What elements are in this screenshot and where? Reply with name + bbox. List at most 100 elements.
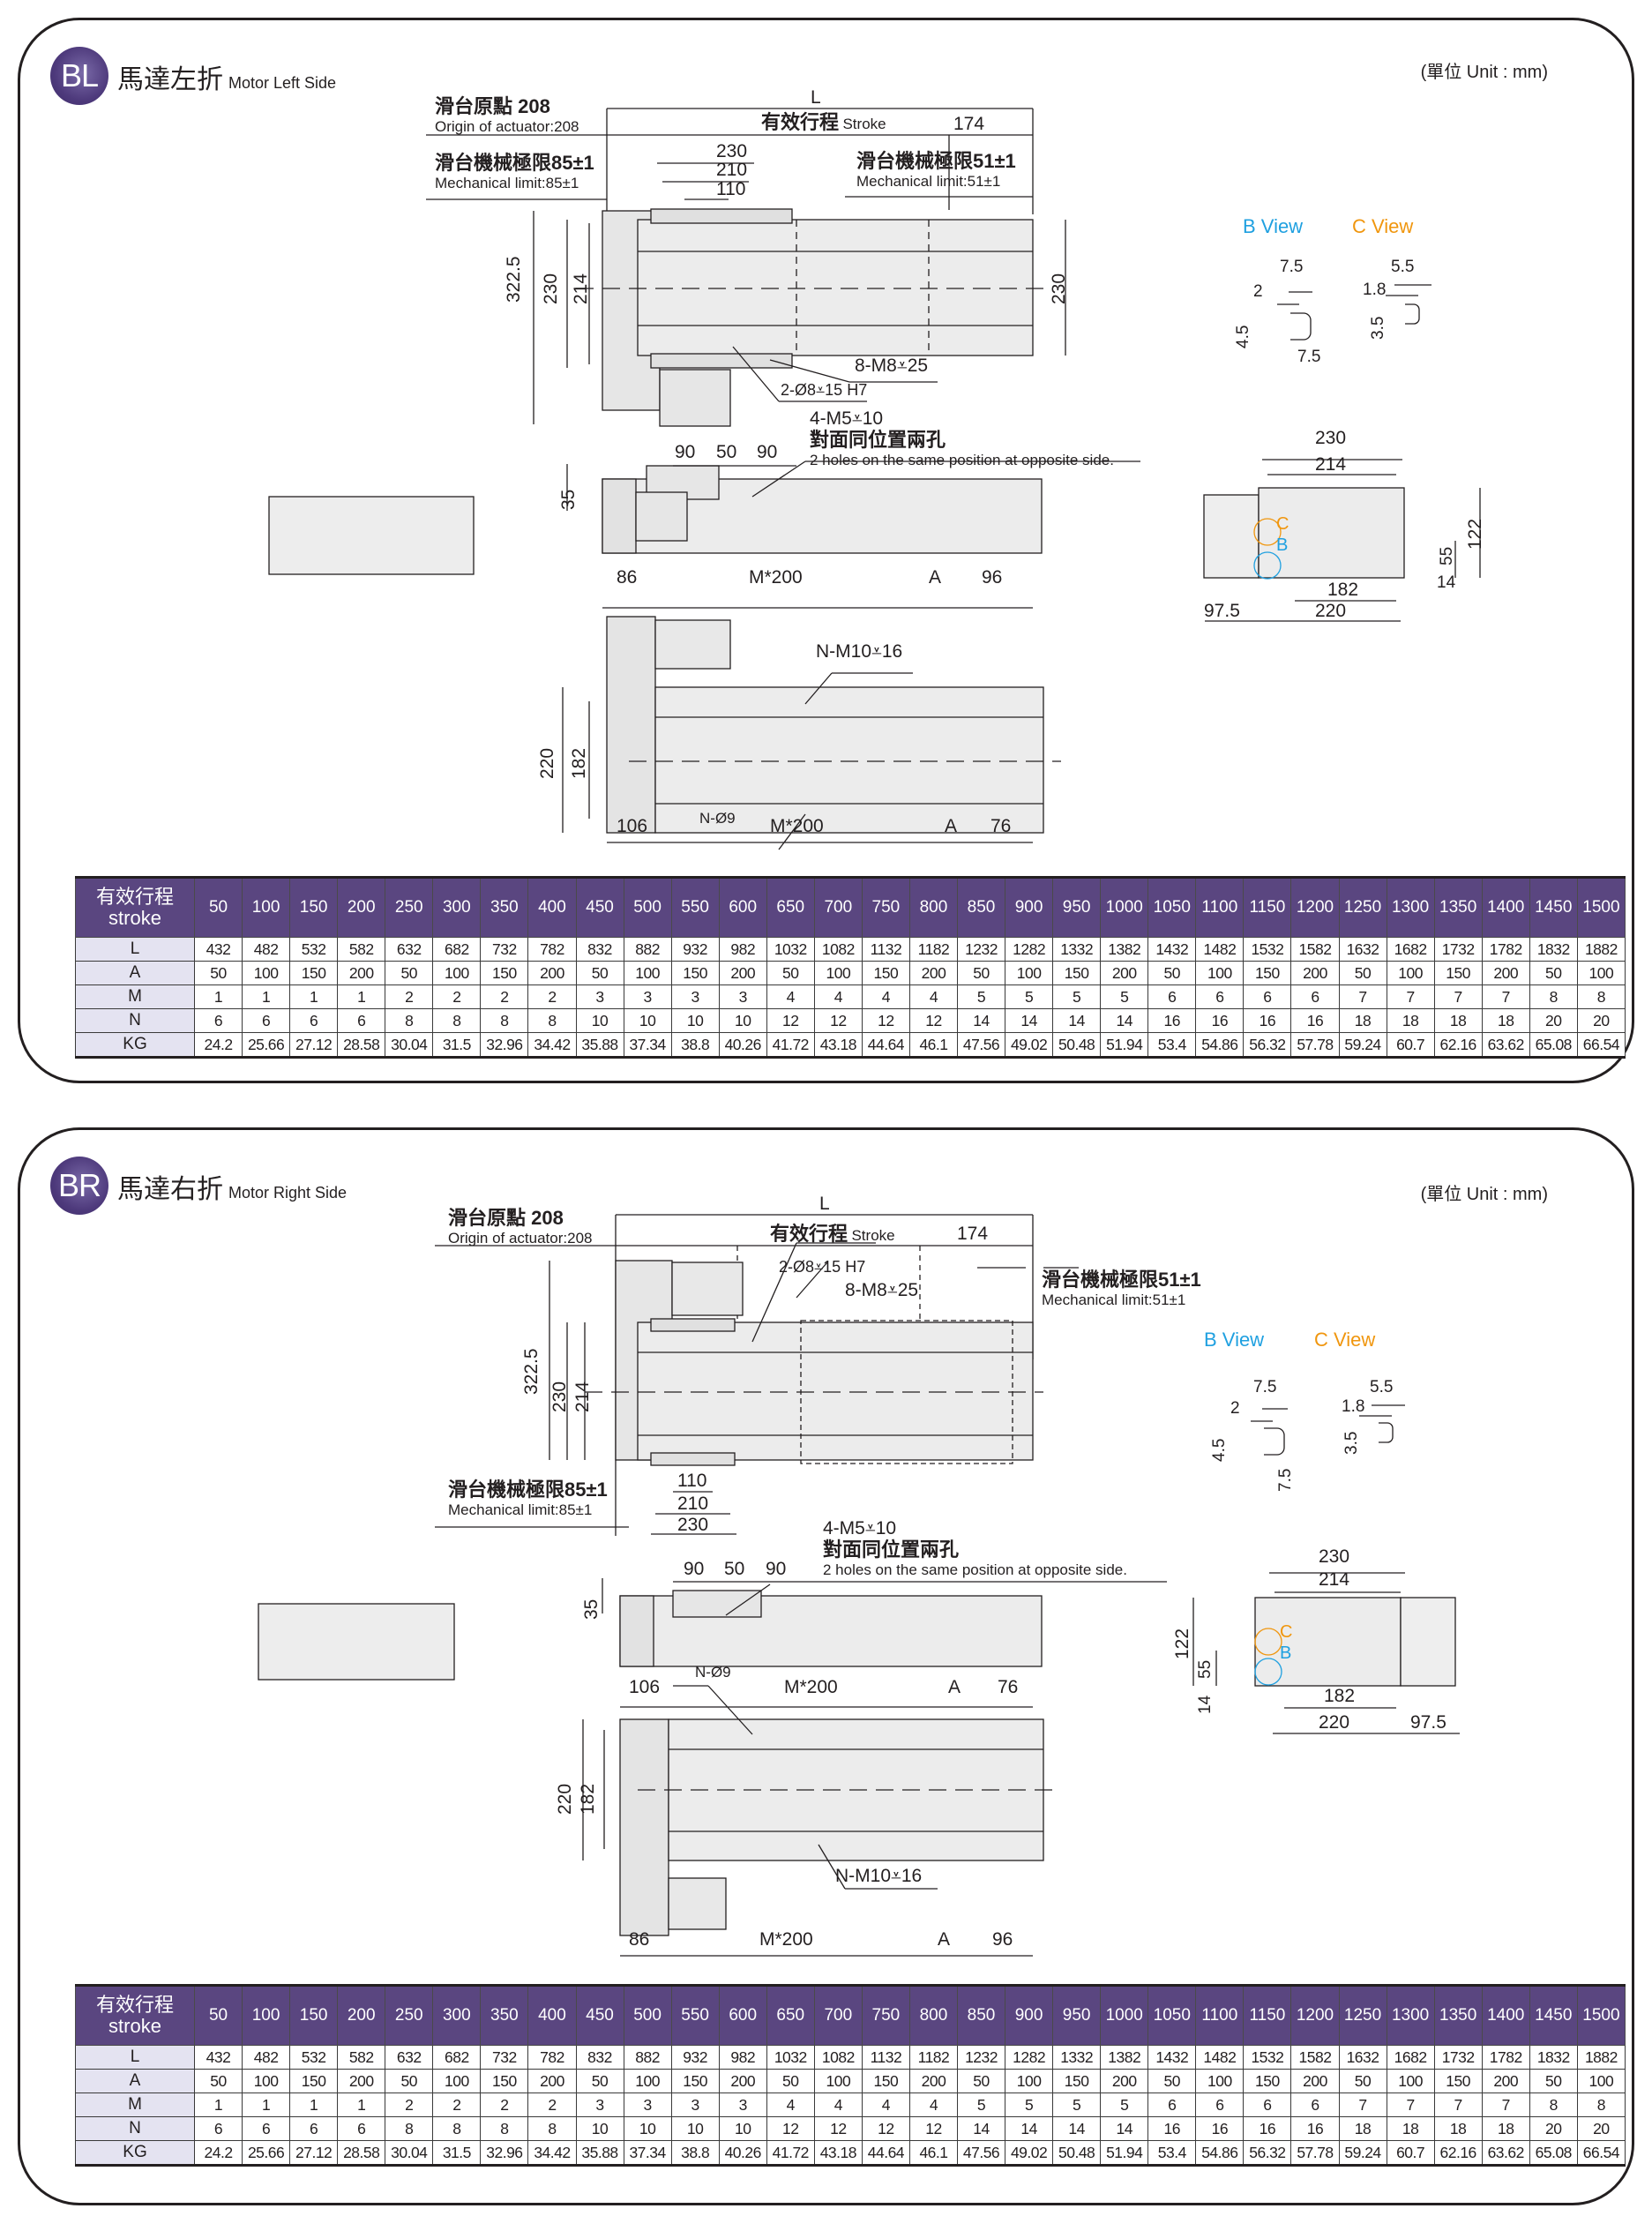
header-stroke-en: stroke — [108, 2015, 161, 2037]
dim-A-top: A — [948, 1677, 961, 1697]
header-stroke-value: 1400 — [1481, 877, 1530, 938]
table-cell: 31.5 — [432, 1032, 482, 1058]
unit-label: (單位 Unit : mm) — [1420, 63, 1548, 82]
table-cell: 150 — [1052, 2069, 1102, 2093]
dim-m200-bottom: M*200 — [759, 1929, 813, 1950]
table-cell: 27.12 — [289, 2140, 339, 2166]
table-cell: 8 — [1529, 2092, 1578, 2117]
stroke-label: 有效行程 Stroke — [761, 111, 886, 133]
dim-m200-bottom: M*200 — [770, 816, 824, 836]
end-dim-122: 122 — [1172, 1628, 1192, 1659]
b-detail-circle — [1254, 1658, 1282, 1686]
table-cell: 53.4 — [1147, 2140, 1197, 2166]
table-cell: 1482 — [1195, 937, 1245, 962]
table-cell: 1582 — [1290, 937, 1340, 962]
table-cell: 3 — [718, 984, 767, 1009]
table-cell: 20 — [1576, 2116, 1626, 2141]
callout-pin: 2-Ø8⩡15 H7 — [781, 381, 868, 399]
header-stroke-value: 1450 — [1529, 1985, 1578, 2046]
table-cell: 14 — [1100, 1008, 1149, 1033]
title-en: Motor Right Side — [228, 1184, 348, 1202]
header-stroke-value: 250 — [385, 877, 434, 938]
table-cell: 24.2 — [193, 1032, 243, 1058]
table-cell: 432 — [193, 937, 243, 962]
header-stroke-value: 950 — [1052, 1985, 1102, 2046]
header-stroke-value: 700 — [813, 877, 863, 938]
table-cell: 4 — [908, 984, 959, 1009]
end-mark-b: B — [1280, 1643, 1292, 1663]
table-cell: 150 — [289, 2069, 339, 2093]
table-cell: 8 — [1576, 984, 1626, 1009]
table-cell: 100 — [623, 961, 672, 985]
end-mark-c: C — [1280, 1622, 1293, 1642]
table-cell: 682 — [432, 937, 482, 962]
table-cell: 1382 — [1100, 2045, 1149, 2070]
table-cell: 882 — [623, 2045, 672, 2070]
dim-86: 86 — [617, 567, 638, 588]
end-dim-97.5: 97.5 — [1410, 1712, 1446, 1733]
b-view-profile — [1290, 312, 1312, 341]
table-cell: 16 — [1243, 2116, 1292, 2141]
table-cell: 46.1 — [908, 2140, 959, 2166]
b-view-dim-7.5: 7.5 — [1280, 258, 1304, 276]
table-cell: 200 — [527, 961, 577, 985]
table-cell: 632 — [385, 937, 434, 962]
origin-label-cn: 滑台原點 208 — [435, 95, 550, 117]
b-detail-circle — [1253, 551, 1282, 580]
table-cell: 14 — [1100, 2116, 1149, 2141]
header-stroke-value: 300 — [432, 877, 482, 938]
bl-end-block — [268, 496, 475, 575]
table-cell: 14 — [1005, 1008, 1054, 1033]
table-cell: 50 — [1147, 961, 1197, 985]
header-stroke-value: 450 — [575, 1985, 624, 2046]
table-cell: 6 — [337, 1008, 386, 1033]
row-label: KG — [75, 1032, 195, 1058]
table-cell: 150 — [670, 2069, 720, 2093]
table-cell: 6 — [289, 1008, 339, 1033]
table-cell: 150 — [1243, 2069, 1292, 2093]
header-stroke-value: 850 — [956, 877, 1006, 938]
table-cell: 47.56 — [956, 2140, 1006, 2166]
header-stroke-value: 400 — [527, 877, 577, 938]
end-dim-14: 14 — [1196, 1695, 1215, 1714]
table-cell: 20 — [1576, 1008, 1626, 1033]
c-view-profile — [1405, 303, 1420, 325]
table-cell: 6 — [1195, 2092, 1245, 2117]
callout-m10: N-M10⩡16 — [835, 1866, 923, 1886]
table-cell: 1832 — [1529, 937, 1578, 962]
table-cell: 54.86 — [1195, 1032, 1245, 1058]
origin-label-cn: 滑台原點 208 — [448, 1207, 564, 1229]
table-cell: 10 — [623, 1008, 672, 1033]
table-cell: 50.48 — [1052, 1032, 1102, 1058]
table-cell: 10 — [670, 1008, 720, 1033]
mech-limit-85-cn: 滑台機械極限85±1 — [435, 152, 594, 174]
table-cell: 10 — [623, 2116, 672, 2141]
end-dim-214: 214 — [1315, 454, 1347, 475]
table-cell: 1782 — [1481, 2045, 1530, 2070]
header-stroke-value: 1100 — [1195, 877, 1245, 938]
end-dim-214: 214 — [1319, 1569, 1350, 1590]
table-cell: 16 — [1147, 2116, 1197, 2141]
table-cell: 3 — [670, 984, 720, 1009]
header-stroke-value: 1250 — [1338, 1985, 1387, 2046]
dim-230-left: 230 — [549, 1381, 570, 1412]
table-cell: 1032 — [766, 2045, 815, 2070]
table-cell: 200 — [1481, 2069, 1530, 2093]
table-cell: 150 — [1433, 961, 1483, 985]
table-cell: 18 — [1433, 2116, 1483, 2141]
table-cell: 3 — [718, 2092, 767, 2117]
table-cell: 5 — [1005, 984, 1054, 1009]
header-stroke-value: 500 — [623, 877, 672, 938]
table-cell: 2 — [527, 2092, 577, 2117]
mech-limit-51-cn: 滑台機械極限51±1 — [856, 150, 1016, 172]
header-stroke-value: 400 — [527, 1985, 577, 2046]
table-cell: 10 — [670, 2116, 720, 2141]
table-cell: 732 — [480, 2045, 529, 2070]
dim-182: 182 — [569, 747, 589, 779]
table-cell: 150 — [480, 961, 529, 985]
table-cell: 59.24 — [1338, 1032, 1387, 1058]
